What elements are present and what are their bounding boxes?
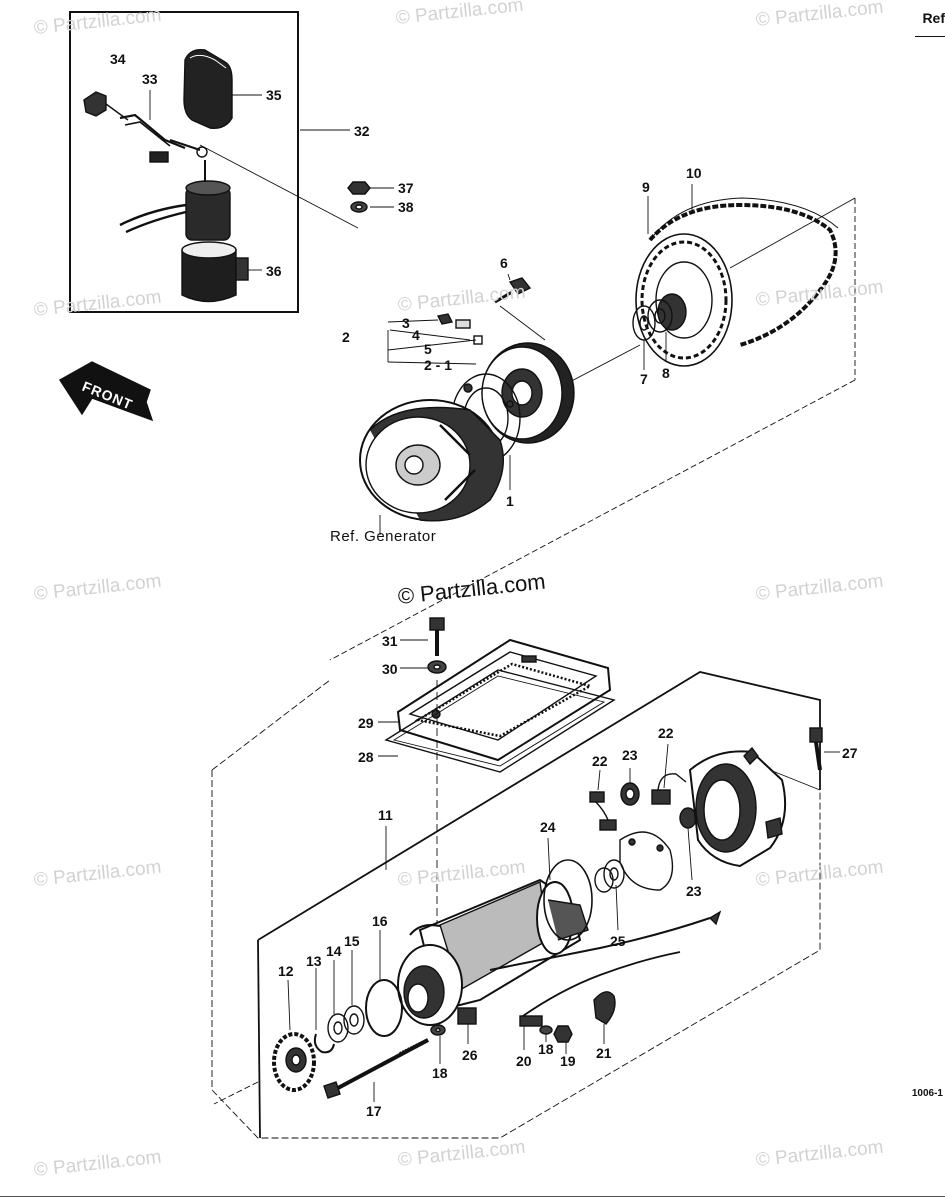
callout-36: 36 bbox=[266, 263, 282, 279]
callout-24: 24 bbox=[540, 819, 556, 835]
boot-21 bbox=[593, 991, 616, 1025]
washer-14 bbox=[327, 1013, 349, 1043]
gasket-24 bbox=[543, 859, 593, 941]
gasket-28 bbox=[384, 669, 616, 773]
front-arrow bbox=[59, 361, 154, 422]
washer-38 bbox=[350, 201, 368, 213]
lower-enclosure bbox=[211, 770, 821, 1139]
end-cover bbox=[688, 746, 787, 868]
o-ring-16 bbox=[365, 979, 403, 1037]
washer-15 bbox=[343, 1005, 365, 1035]
cover-29 bbox=[396, 638, 612, 762]
header-ref: Ref bbox=[922, 10, 945, 26]
chain-10 bbox=[648, 197, 839, 347]
callout-31: 31 bbox=[382, 633, 398, 649]
brush-plate bbox=[619, 831, 674, 891]
starter-motor bbox=[397, 878, 589, 1026]
callout-27: 27 bbox=[842, 745, 858, 761]
callout-13: 13 bbox=[306, 953, 322, 969]
callout-29: 29 bbox=[358, 715, 374, 731]
bolt-17 bbox=[323, 1038, 429, 1099]
callout-11: 11 bbox=[378, 807, 393, 823]
inset-box bbox=[69, 11, 299, 313]
hub-8 bbox=[647, 293, 687, 333]
clutch-housing-2 bbox=[481, 342, 575, 444]
bottom-rule bbox=[0, 1196, 945, 1197]
rectifier bbox=[119, 160, 231, 241]
callout-18-right: 18 bbox=[538, 1041, 554, 1057]
callout-30: 30 bbox=[382, 661, 398, 677]
callout-25: 25 bbox=[610, 933, 626, 949]
bolt-31 bbox=[429, 617, 445, 656]
callout-19: 19 bbox=[560, 1053, 576, 1069]
callout-17: 17 bbox=[366, 1103, 382, 1119]
callout-34: 34 bbox=[110, 51, 126, 67]
callout-38: 38 bbox=[398, 199, 414, 215]
callout-3: 3 bbox=[402, 315, 410, 331]
nut-19 bbox=[553, 1025, 573, 1043]
callout-14: 14 bbox=[326, 943, 342, 959]
callout-32: 32 bbox=[354, 123, 370, 139]
callout-7: 7 bbox=[640, 371, 648, 387]
washer-30 bbox=[427, 660, 447, 674]
callout-16: 16 bbox=[372, 913, 388, 929]
callout-35: 35 bbox=[266, 87, 282, 103]
brush-22-right bbox=[651, 773, 687, 805]
callout-23-right: 23 bbox=[686, 883, 702, 899]
terminal-20 bbox=[519, 1015, 543, 1027]
callout-1: 1 bbox=[506, 493, 514, 509]
callout-15: 15 bbox=[344, 933, 360, 949]
washer-18-left bbox=[430, 1024, 446, 1036]
callout-10: 10 bbox=[686, 165, 702, 181]
callout-18-left: 18 bbox=[432, 1065, 448, 1081]
bracket-36 bbox=[181, 241, 249, 303]
bolt-27 bbox=[809, 727, 823, 771]
washers-25 bbox=[594, 859, 625, 893]
harness-33 bbox=[119, 113, 208, 163]
callout-9: 9 bbox=[642, 179, 650, 195]
figure-code: 1006-1 bbox=[911, 1088, 943, 1099]
washer-18-right bbox=[539, 1025, 553, 1035]
callout-8: 8 bbox=[662, 365, 670, 381]
flywheel bbox=[359, 399, 505, 522]
callout-28: 28 bbox=[358, 749, 374, 765]
callout-2: 2 bbox=[342, 329, 350, 345]
header-rule bbox=[915, 36, 945, 37]
callout-23-left: 23 bbox=[622, 747, 638, 763]
connector-34 bbox=[83, 91, 129, 121]
ref-generator-label: Ref. Generator bbox=[330, 528, 437, 545]
callout-21: 21 bbox=[596, 1045, 612, 1061]
sprocket-9 bbox=[635, 233, 733, 367]
cap-35 bbox=[183, 49, 233, 129]
spring-23-right bbox=[679, 807, 697, 829]
spring-23-left bbox=[620, 782, 640, 806]
nut-37 bbox=[347, 181, 371, 195]
bolt-6 bbox=[494, 277, 532, 304]
callout-22-left: 22 bbox=[592, 753, 608, 769]
callout-5: 5 bbox=[424, 341, 432, 357]
brush-22-left bbox=[589, 791, 617, 831]
callout-37: 37 bbox=[398, 180, 414, 196]
callout-20: 20 bbox=[516, 1053, 532, 1069]
circlip-13 bbox=[313, 1033, 335, 1054]
lead-wire bbox=[489, 910, 722, 1019]
callout-26: 26 bbox=[462, 1047, 478, 1063]
sprocket-12 bbox=[272, 1032, 316, 1092]
callout-4: 4 bbox=[412, 327, 420, 343]
roller-set bbox=[389, 313, 483, 345]
callout-12: 12 bbox=[278, 963, 294, 979]
callout-22-right: 22 bbox=[658, 725, 674, 741]
callout-2-1: 2 - 1 bbox=[424, 357, 453, 373]
callout-6: 6 bbox=[500, 255, 508, 271]
callout-33: 33 bbox=[142, 71, 158, 87]
